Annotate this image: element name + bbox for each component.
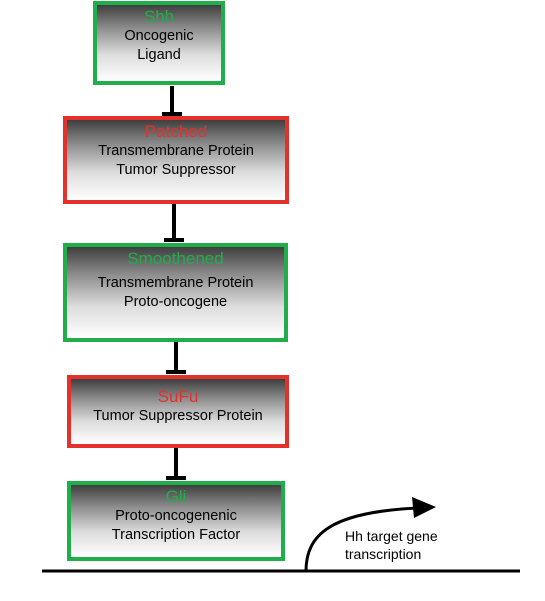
node-sufu-name: SuFu — [157, 387, 199, 406]
node-gli-desc-line2: Transcription Factor — [111, 527, 241, 543]
node-gli-name: Gli — [165, 487, 187, 506]
node-shh-desc-line2: Ligand — [137, 47, 181, 63]
node-sufu: SuFu Tumor Suppressor Protein — [67, 375, 289, 448]
node-smoothened-desc-line2: Proto-oncogene — [123, 294, 228, 310]
output-label-line2: transcription — [345, 546, 422, 562]
transcription-arrowhead — [412, 497, 436, 518]
node-shh-name: Shh — [143, 7, 175, 26]
node-patched: Patched Transmembrane Protein Tumor Supp… — [63, 116, 289, 204]
output-label-line1: Hh target gene — [345, 528, 438, 544]
node-gli: Gli Proto-oncogenenic Transcription Fact… — [67, 481, 285, 561]
node-sufu-desc-line1: Tumor Suppressor Protein — [93, 408, 263, 424]
node-smoothened-desc-line1: Transmembrane Protein — [97, 275, 254, 291]
node-patched-name: Patched — [144, 122, 208, 141]
node-shh: Shh Oncogenic Ligand — [93, 1, 225, 85]
node-shh-desc-line1: Oncogenic — [124, 28, 194, 44]
node-patched-desc-line1: Transmembrane Protein — [98, 143, 254, 159]
node-gli-desc-line1: Proto-oncogenenic — [115, 508, 237, 524]
transcription-arrow — [304, 506, 419, 572]
node-smoothened: Smoothened Transmembrane Protein Proto-o… — [63, 243, 288, 342]
node-smoothened-name: Smoothened — [127, 249, 224, 268]
node-patched-desc-line2: Tumor Suppressor — [116, 162, 236, 178]
